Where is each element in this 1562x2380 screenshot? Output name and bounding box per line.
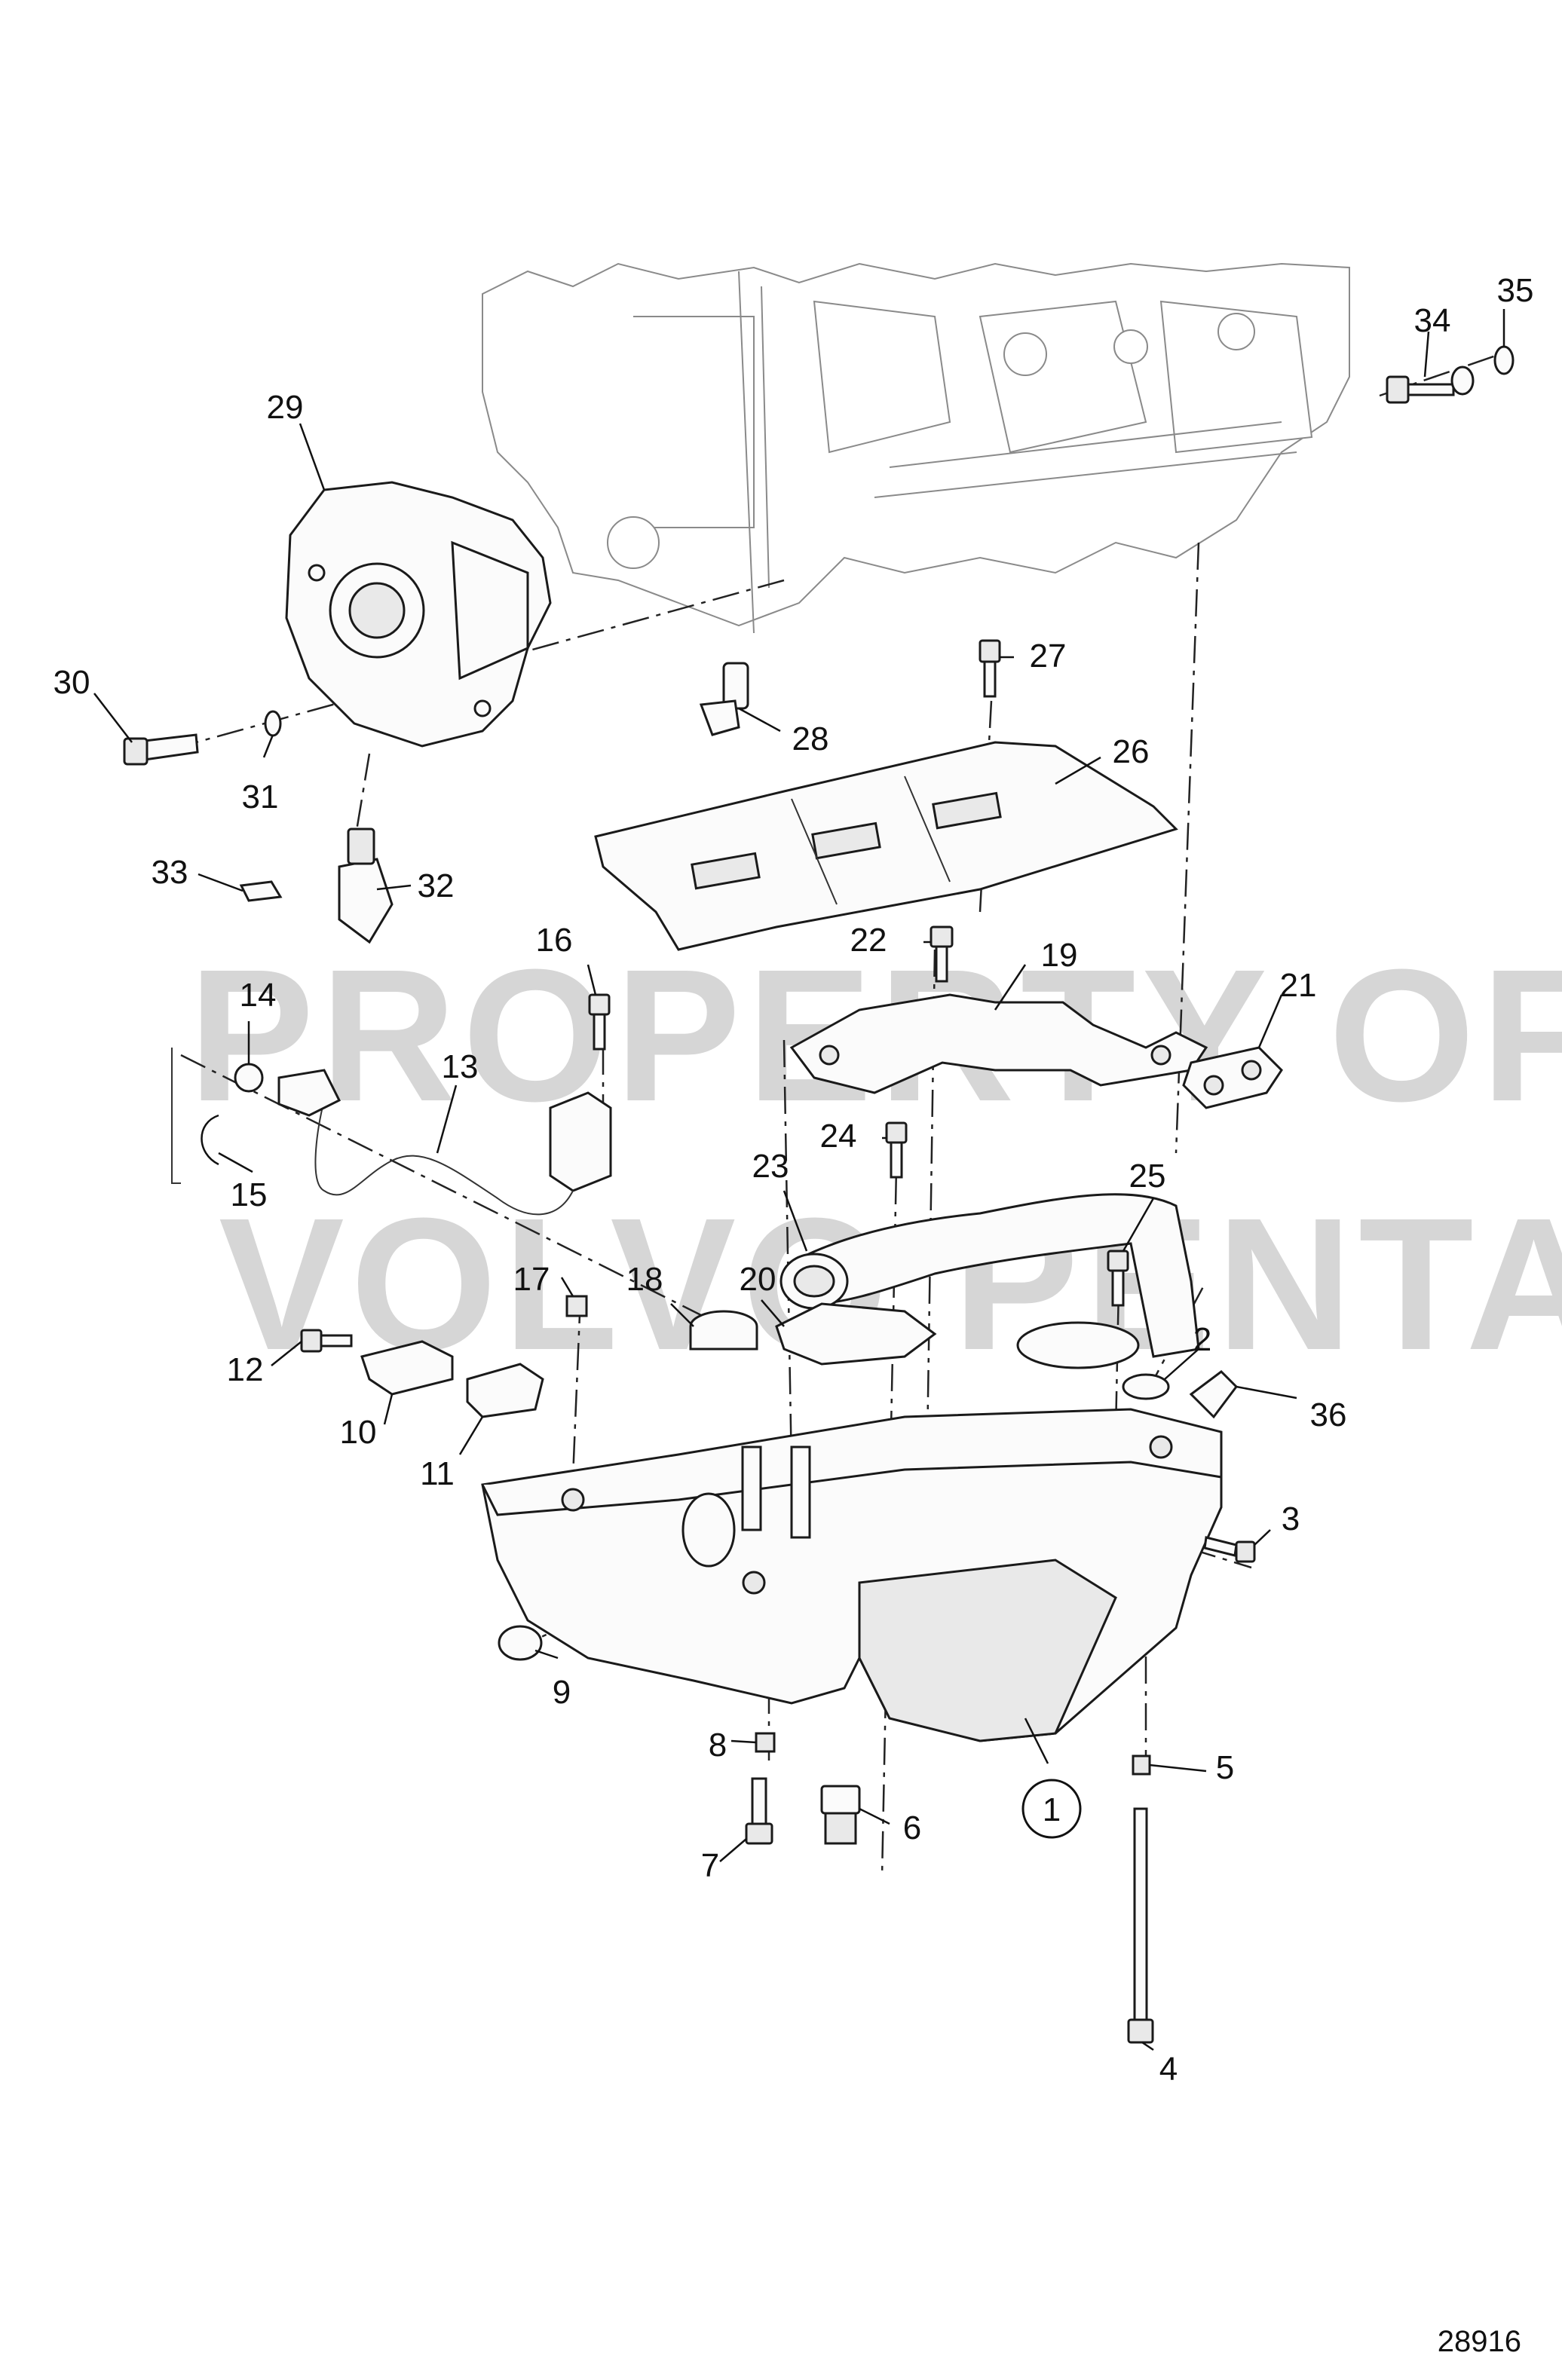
bolt-16 [588,993,611,1051]
oil-pressure-fitting [338,827,394,944]
sensor-28 [699,662,749,736]
oil-pickup-tube [779,1193,1200,1369]
part-label-13: 13 [442,1048,479,1085]
part-labels: 1 2 3 4 5 6 7 8 9 10 11 12 13 14 15 16 1… [54,272,1534,2088]
plug-2 [1122,1373,1170,1400]
bolt-24 [885,1121,908,1179]
part-label-11: 11 [420,1455,455,1492]
part-label-3: 3 [1282,1501,1300,1537]
front-cover-oil-pump [285,481,552,748]
washer-35 [1493,345,1515,375]
stud-7 [745,1777,773,1845]
part-label-25: 25 [1129,1158,1166,1195]
engine-block-outline [482,262,1350,634]
bolt-22 [930,925,954,983]
part-label-36: 36 [1310,1396,1347,1433]
part-label-12: 12 [227,1351,264,1388]
part-label-31: 31 [242,779,279,815]
bolt-25 [1107,1250,1129,1307]
dowel-17 [565,1295,588,1317]
part-label-8: 8 [709,1727,727,1764]
part-label-18: 18 [626,1261,663,1298]
part-label-21: 21 [1280,967,1317,1004]
bolt-12 [300,1329,353,1353]
nut-8 [755,1732,776,1753]
sensor-harness-13 [277,1069,612,1216]
part-label-19: 19 [1041,937,1078,974]
clip-33 [239,880,283,902]
drain-plug-6 [820,1785,861,1845]
gasket-20 [775,1302,937,1366]
part-label-17: 17 [513,1261,550,1298]
part-label-14: 14 [240,977,277,1014]
part-label-1: 1 [1043,1791,1061,1828]
part-label-26: 26 [1113,733,1150,770]
seal-18 [689,1310,758,1351]
part-label-32: 32 [418,867,455,904]
part-label-15: 15 [231,1176,268,1213]
gasket-21 [1182,1046,1283,1109]
part-label-27: 27 [1030,638,1067,675]
part-label-33: 33 [152,854,188,891]
bolt-27 [979,639,1001,698]
o-ring-14 [234,1063,264,1093]
part-label-28: 28 [792,720,829,757]
part-label-2: 2 [1193,1321,1211,1358]
retainer-clip-15 [201,1114,219,1166]
reference-number: 28916 [1438,2325,1521,2358]
part-label-20: 20 [740,1261,776,1298]
part-label-10: 10 [340,1414,377,1451]
part-label-29: 29 [267,389,304,426]
part-label-30: 30 [54,664,90,701]
washer-31 [264,710,282,737]
windage-tray [594,741,1178,951]
part-label-35: 35 [1497,272,1534,309]
part-label-5: 5 [1216,1749,1234,1786]
part-label-4: 4 [1159,2051,1178,2088]
leader-lines [93,309,1505,2051]
part-label-6: 6 [903,1809,921,1846]
part-label-16: 16 [536,922,573,959]
pickup-brace [789,993,1208,1094]
long-bolt-4 [1127,1807,1154,2044]
part-1-circle [1021,1779,1082,1839]
bolt-30 [123,733,199,766]
part-label-34: 34 [1414,302,1451,339]
bolt-3 [1203,1536,1256,1563]
gasket-11 [466,1363,544,1418]
nut-5 [1132,1754,1151,1776]
part-label-7: 7 [701,1847,719,1884]
part-label-9: 9 [553,1674,571,1711]
part-label-23: 23 [752,1148,789,1185]
part-label-24: 24 [820,1118,857,1155]
bolt-34 [1386,366,1475,404]
part-label-22: 22 [850,922,887,959]
seal-9 [498,1625,543,1661]
oil-pan [481,1408,1223,1742]
cover-10 [360,1340,454,1396]
